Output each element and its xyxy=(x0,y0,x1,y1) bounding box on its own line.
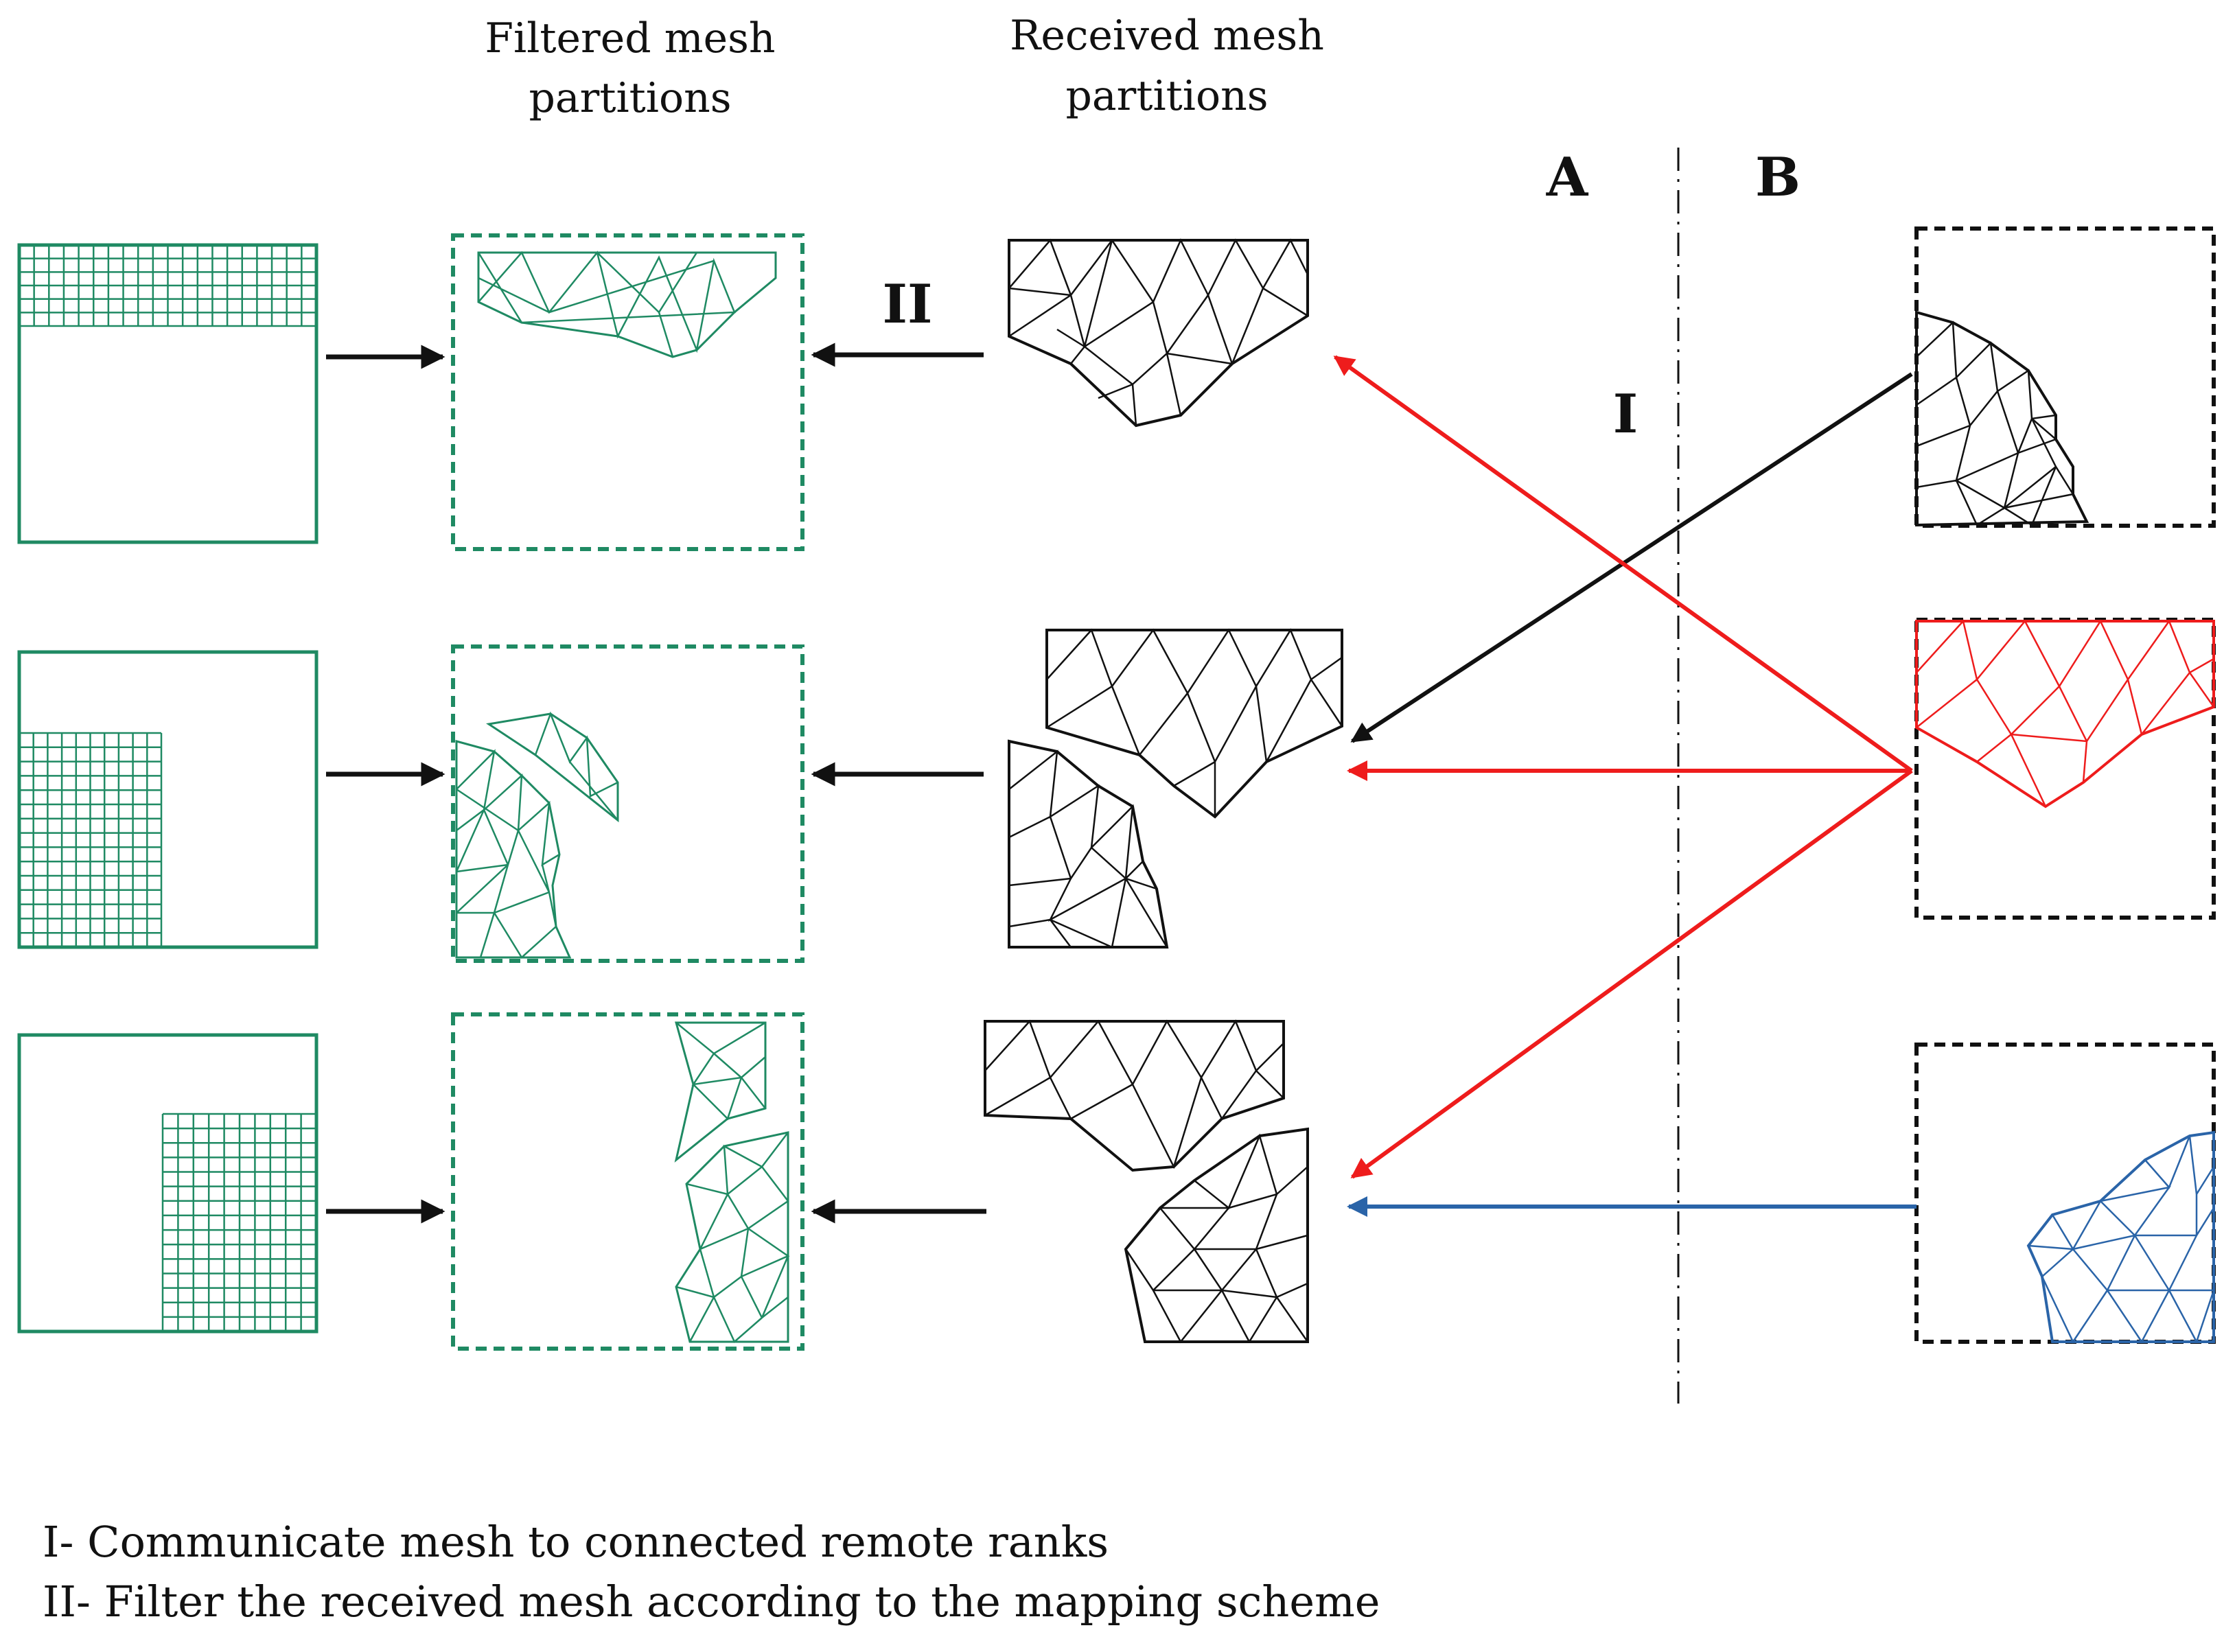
arrow-remote2-to-received1 xyxy=(1333,355,1913,773)
structured-grid-3 xyxy=(17,1033,319,1334)
received-header-line2: partitions xyxy=(1065,72,1268,120)
received-partition-2 xyxy=(1008,628,1343,949)
filtered-header-line2: partitions xyxy=(529,74,731,122)
legend-step-two: II- Filter the received mesh according t… xyxy=(43,1577,1380,1627)
filtered-header-line1: Filtered mesh xyxy=(485,14,775,62)
remote-partition-2 xyxy=(1914,618,2216,920)
step-one-label: I xyxy=(1613,383,1638,445)
remote-partition-1 xyxy=(1914,226,2216,528)
received-partition-1 xyxy=(1008,238,1309,428)
region-b-label: B xyxy=(1755,146,1800,209)
region-a-label: A xyxy=(1546,146,1589,209)
received-partition-3 xyxy=(984,1019,1309,1344)
step-two-label: II xyxy=(883,273,933,336)
received-header-line1: Received mesh xyxy=(1010,12,1324,60)
legend-step-one: I- Communicate mesh to connected remote … xyxy=(43,1517,1109,1567)
arrow-remote1-to-received2 xyxy=(1350,372,1913,743)
filtered-partition-3 xyxy=(451,1012,804,1351)
structured-grid-1 xyxy=(17,243,319,544)
filtered-partition-2 xyxy=(451,644,804,963)
structured-grid-2 xyxy=(17,650,319,949)
filtered-partition-1 xyxy=(451,233,804,551)
arrow-remote2-to-received3 xyxy=(1350,769,1913,1179)
remote-partition-3 xyxy=(1914,1043,2216,1344)
